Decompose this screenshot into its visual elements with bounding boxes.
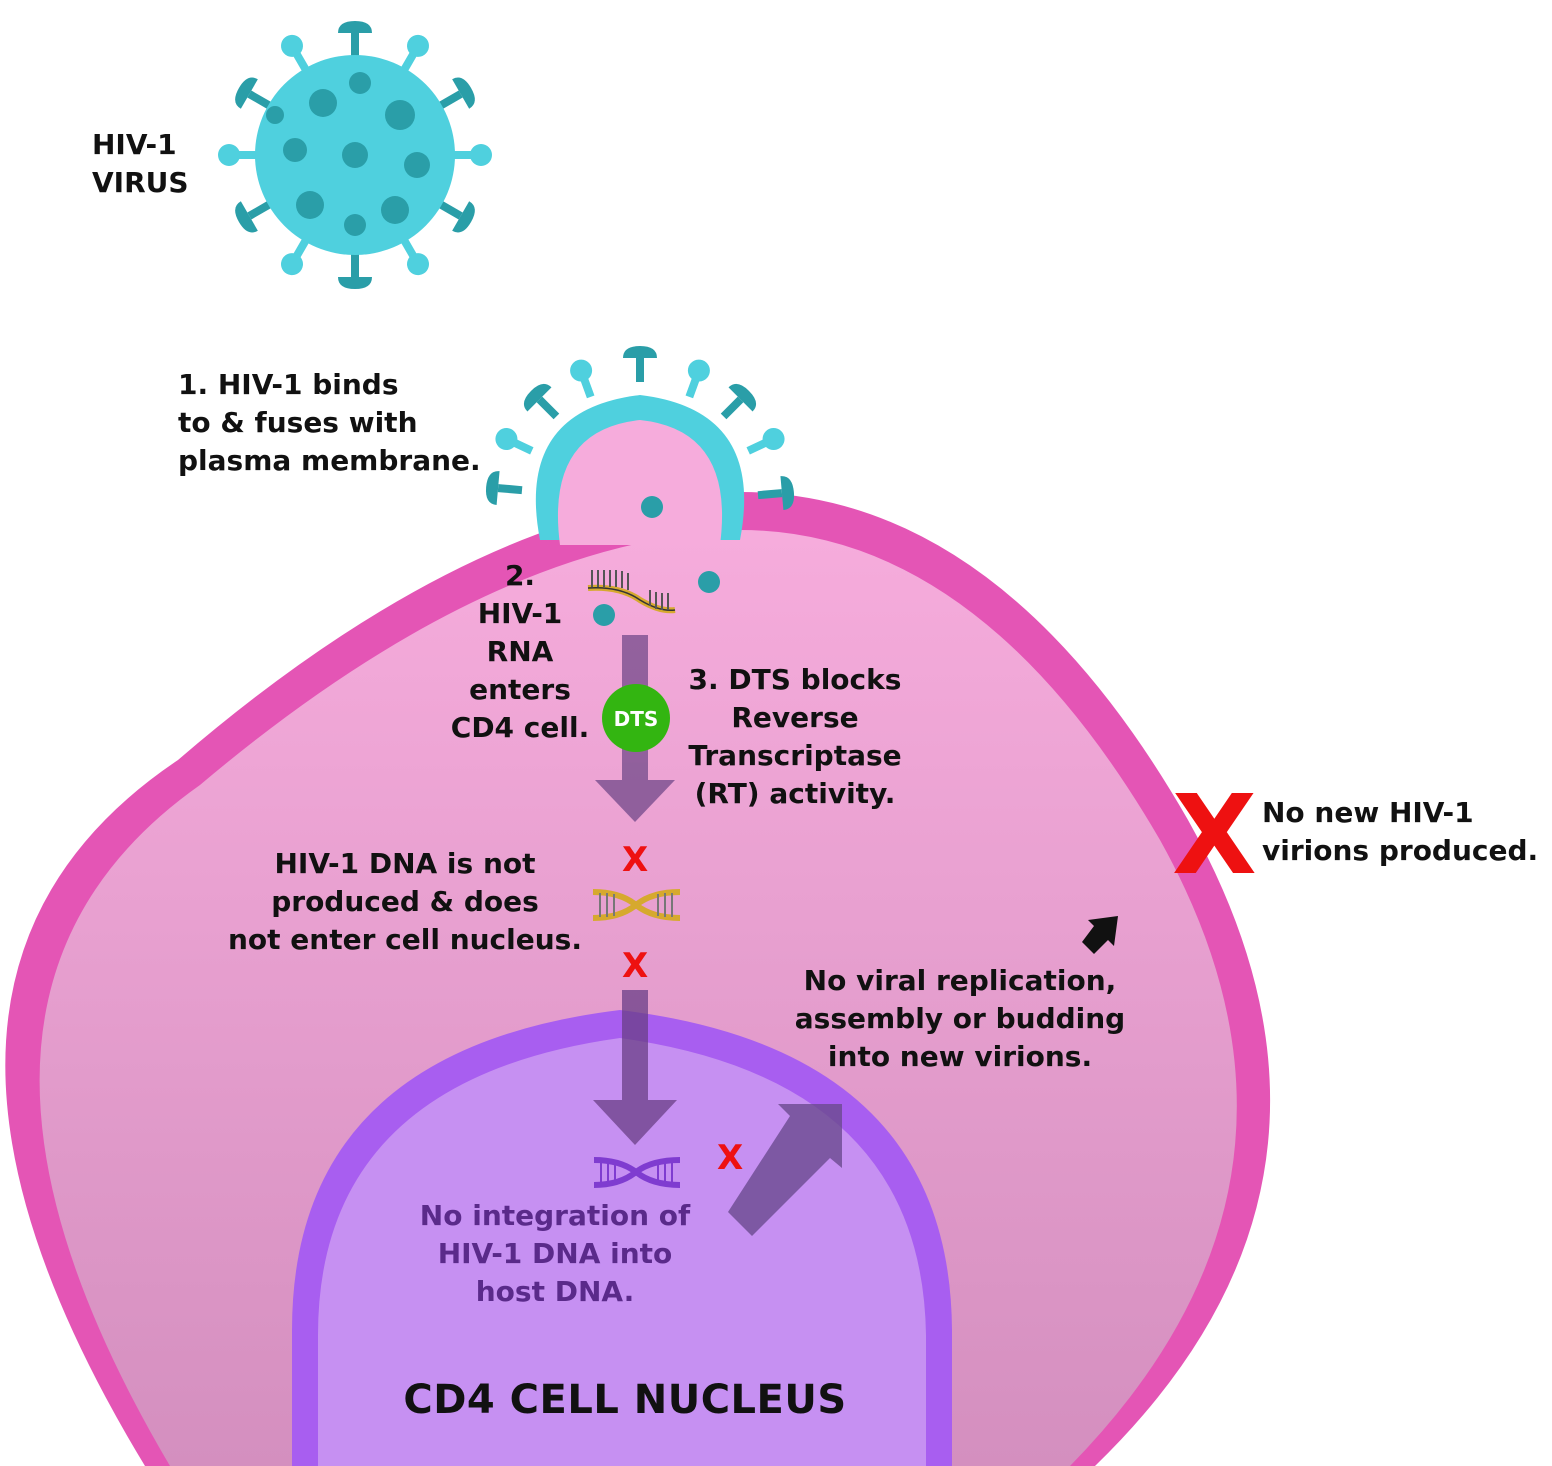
- rna-strand-icon: [587, 570, 676, 614]
- step3-label: 3. DTS blocks Reverse Transcriptase (RT)…: [688, 663, 902, 810]
- virus-label: HIV-1 VIRUS: [92, 128, 189, 199]
- black-arrow-icon: [1082, 916, 1118, 954]
- big-x-mark: X: [1172, 771, 1257, 899]
- nucleus-title: CD4 CELL NUCLEUS: [403, 1377, 847, 1423]
- dna-not-produced-label: HIV-1 DNA is not produced & does not ent…: [228, 847, 582, 956]
- no-virions-label: No new HIV-1 virions produced.: [1262, 796, 1539, 867]
- hiv-virus-icon: [218, 21, 492, 289]
- dts-badge-icon: DTS: [602, 684, 670, 752]
- no-integration-label: No integration of HIV-1 DNA into host DN…: [419, 1199, 691, 1308]
- arrow-out-of-nucleus: [728, 1104, 842, 1236]
- x-mark-integration: X: [717, 1138, 744, 1178]
- svg-text:DTS: DTS: [614, 707, 659, 731]
- no-replication-label: No viral replication, assembly or buddin…: [794, 964, 1126, 1073]
- step2-label: 2. HIV-1 RNA enters CD4 cell.: [450, 559, 590, 744]
- host-dna-helix-icon: [593, 1157, 681, 1188]
- x-mark-rt: X: [622, 840, 649, 880]
- fusing-virus-icon: [484, 346, 796, 626]
- x-mark-nucleus-entry: X: [622, 946, 649, 986]
- step1-label: 1. HIV-1 binds to & fuses with plasma me…: [178, 368, 481, 477]
- arrow-into-nucleus: [593, 990, 677, 1145]
- viral-dna-helix-icon: [592, 889, 681, 921]
